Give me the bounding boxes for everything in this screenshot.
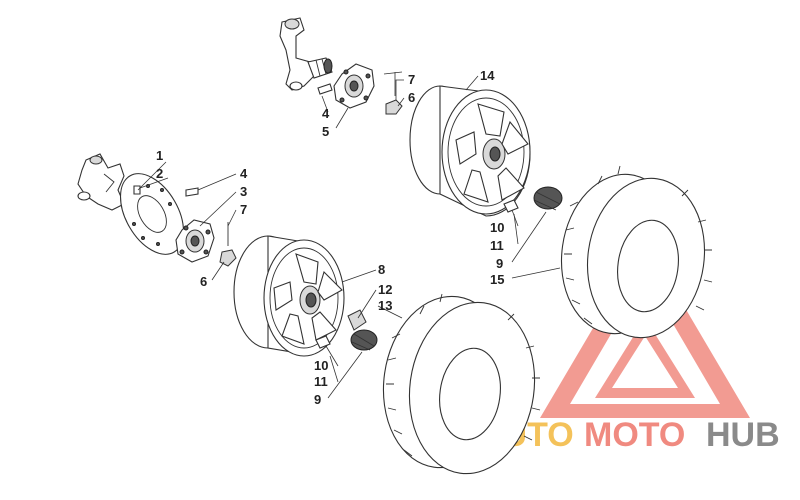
callout-11-right: 11 [490, 238, 504, 253]
callout-3: 3 [240, 184, 247, 199]
callout-7-left: 7 [240, 202, 247, 217]
right-wheel-rim [409, 85, 563, 217]
callout-11-left: 11 [314, 374, 328, 389]
callout-15: 15 [490, 272, 504, 287]
callout-2: 2 [156, 166, 163, 181]
callout-12: 12 [378, 282, 392, 297]
callout-4-top: 4 [322, 106, 330, 121]
left-knuckle-assembly [77, 153, 237, 267]
callout-6-top: 6 [408, 90, 415, 105]
right-tire [560, 165, 713, 339]
leader-lines [137, 75, 561, 399]
callout-10-right: 10 [490, 220, 504, 235]
callout-1: 1 [156, 148, 163, 163]
top-knuckle-assembly [279, 17, 403, 115]
callout-9-left: 9 [314, 392, 321, 407]
watermark-hub: HUB [706, 416, 780, 454]
callout-labels: 1 2 3 4 4 5 6 6 7 7 8 9 9 10 10 11 11 12… [156, 68, 504, 407]
callout-4-left: 4 [240, 166, 248, 181]
callout-10-left: 10 [314, 358, 328, 373]
left-tire [382, 293, 541, 475]
callout-8: 8 [378, 262, 385, 277]
callout-5: 5 [322, 124, 329, 139]
left-wheel-rim [233, 235, 378, 357]
callout-13: 13 [378, 298, 392, 313]
callout-9-right: 9 [496, 256, 503, 271]
callout-7-top: 7 [408, 72, 415, 87]
watermark-moto: MOTO [584, 416, 685, 454]
callout-6-left: 6 [200, 274, 207, 289]
callout-14: 14 [480, 68, 495, 83]
